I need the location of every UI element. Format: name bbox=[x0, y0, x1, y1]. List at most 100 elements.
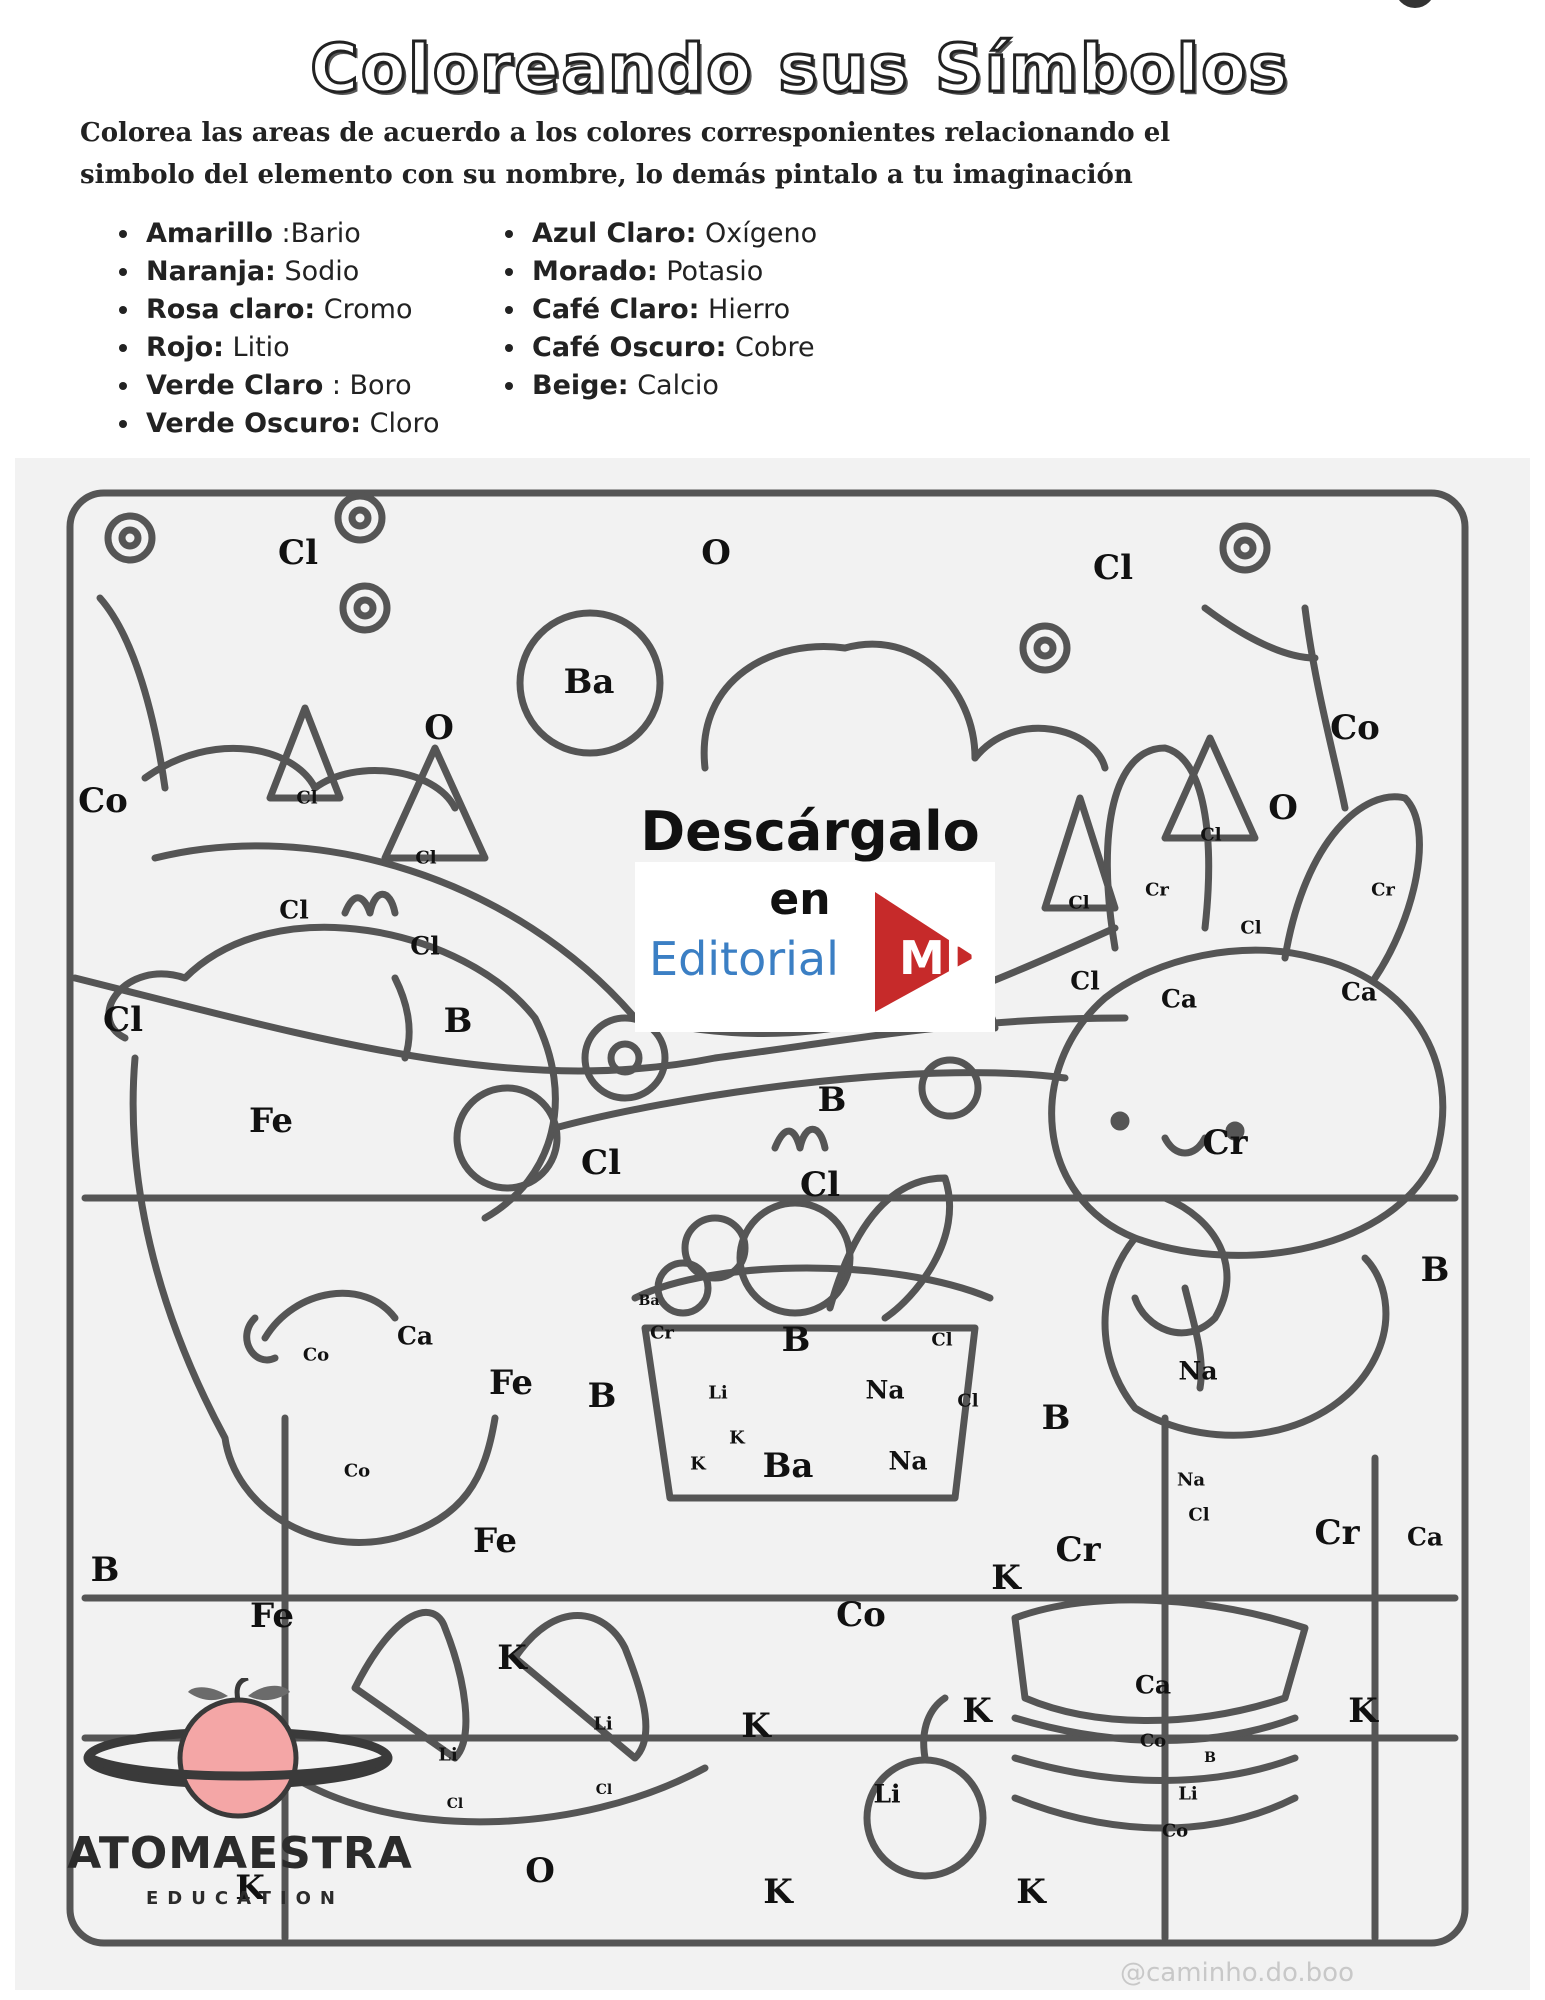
legend-item: Rojo: Litio bbox=[142, 329, 440, 367]
promo-headline: Descárgalo bbox=[640, 800, 980, 863]
legend-element: Sodio bbox=[284, 256, 360, 287]
symbol-label: Cr bbox=[1202, 1123, 1248, 1163]
legend-sep bbox=[699, 294, 708, 325]
symbol-label: O bbox=[424, 708, 454, 748]
legend-item: Verde Oscuro: Cloro bbox=[142, 405, 440, 443]
legend-color: Café Oscuro: bbox=[532, 332, 727, 363]
legend-sep bbox=[658, 256, 667, 287]
symbol-label: O bbox=[1268, 788, 1298, 828]
legend-color: Naranja: bbox=[146, 256, 276, 287]
logo-sub: EDUCATION bbox=[146, 1888, 344, 1909]
symbol-label: Cl bbox=[1070, 966, 1100, 996]
symbol-label: Cl bbox=[800, 1165, 840, 1205]
symbol-label: Li bbox=[873, 1779, 901, 1809]
legend-sep bbox=[361, 408, 370, 439]
corner-mark bbox=[1395, 0, 1435, 8]
symbol-label: Co bbox=[1139, 1730, 1167, 1752]
legend-color: Rosa claro: bbox=[146, 294, 316, 325]
legend-color: Verde Claro bbox=[146, 370, 324, 401]
symbol-label: Na bbox=[888, 1446, 928, 1476]
symbol-label: K bbox=[1016, 1872, 1046, 1912]
legend-color: Café Claro: bbox=[532, 294, 700, 325]
symbol-label: K bbox=[962, 1691, 992, 1731]
symbol-label: Fe bbox=[489, 1363, 533, 1403]
atomaestra-logo: ATOMAESTRA EDUCATION bbox=[60, 1675, 420, 1918]
legend-element: Calcio bbox=[637, 370, 719, 401]
legend-item: Azul Claro: Oxígeno bbox=[528, 215, 817, 253]
symbol-label: Fe bbox=[249, 1101, 293, 1141]
symbol-label: Cr bbox=[1145, 879, 1169, 901]
legend-sep bbox=[629, 370, 638, 401]
promo-brand-mark: MD bbox=[899, 931, 983, 985]
legend-element: Cromo bbox=[323, 294, 413, 325]
symbol-label: Cl bbox=[1200, 824, 1222, 846]
legend-element: Bario bbox=[290, 218, 361, 249]
symbol-label: Co bbox=[343, 1460, 371, 1482]
legend-color: Morado: bbox=[532, 256, 658, 287]
symbol-label: B bbox=[1041, 1398, 1071, 1438]
legend-sep bbox=[726, 332, 735, 363]
coloring-line-art bbox=[66, 489, 1469, 1947]
legend-color: Rojo: bbox=[146, 332, 224, 363]
symbol-label: B bbox=[817, 1080, 847, 1120]
legend-color: Beige: bbox=[532, 370, 629, 401]
symbol-label: Fe bbox=[473, 1521, 517, 1561]
apple-planet-logo-icon bbox=[83, 1675, 393, 1819]
legend-sep: : bbox=[272, 218, 291, 249]
promo-card[interactable]: en Editorial MD bbox=[635, 862, 995, 1032]
download-promo[interactable]: Descárgalo en Editorial MD bbox=[620, 800, 1000, 1032]
symbol-label: O bbox=[525, 1851, 555, 1891]
symbol-label: Cl bbox=[278, 533, 318, 573]
symbol-label: Li bbox=[438, 1744, 458, 1766]
symbol-label: Cl bbox=[1188, 1504, 1210, 1526]
promo-en: en bbox=[769, 874, 831, 925]
symbol-label: Co bbox=[1161, 1820, 1189, 1842]
legend-sep bbox=[315, 294, 324, 325]
symbol-label: Cr bbox=[1371, 879, 1395, 901]
legend-item: Rosa claro: Cromo bbox=[142, 291, 440, 329]
symbol-label: B bbox=[90, 1550, 120, 1590]
symbol-label: Na bbox=[865, 1375, 905, 1405]
instructions-text: Colorea las areas de acuerdo a los color… bbox=[80, 118, 1171, 190]
symbol-label: Ca bbox=[1134, 1670, 1172, 1700]
symbol-label: Cl bbox=[415, 847, 437, 869]
symbol-label: Cr bbox=[1314, 1513, 1360, 1553]
page-title: Coloreando sus Símbolos bbox=[309, 29, 1290, 109]
legend-item: Café Oscuro: Cobre bbox=[528, 329, 817, 367]
symbol-label: Na bbox=[1178, 1356, 1218, 1386]
symbol-label: K bbox=[991, 1558, 1021, 1598]
watermark: @caminho.do.boo bbox=[1120, 1958, 1354, 1988]
symbol-label: Co bbox=[78, 781, 128, 821]
symbol-label: K bbox=[235, 1868, 265, 1908]
logo-name: ATOMAESTRA bbox=[67, 1828, 413, 1879]
legend-color: Amarillo bbox=[146, 218, 273, 249]
legend-sep bbox=[696, 218, 705, 249]
symbol-label: K bbox=[741, 1706, 771, 1746]
legend-item: Verde Claro : Boro bbox=[142, 367, 440, 405]
symbol-label: Ba bbox=[563, 662, 615, 702]
symbol-label: Cr bbox=[1055, 1530, 1101, 1570]
symbol-label: Cl bbox=[931, 1329, 953, 1351]
legend-color: Azul Claro: bbox=[532, 218, 697, 249]
symbol-label: Cl bbox=[410, 931, 440, 961]
legend-sep bbox=[224, 332, 233, 363]
legend-item: Morado: Potasio bbox=[528, 253, 817, 291]
symbol-label: Ba bbox=[762, 1446, 814, 1486]
legend-element: Cloro bbox=[369, 408, 440, 439]
legend-item: Café Claro: Hierro bbox=[528, 291, 817, 329]
symbol-label: Li bbox=[1178, 1783, 1198, 1805]
editorial-md-logo-icon: MD bbox=[875, 892, 983, 1012]
symbol-label: Cr bbox=[650, 1322, 674, 1344]
legend-color: Verde Oscuro: bbox=[146, 408, 361, 439]
symbol-label: Cl bbox=[446, 1796, 464, 1812]
symbol-label: Ca bbox=[1160, 984, 1198, 1014]
symbol-label: Ca bbox=[396, 1321, 434, 1351]
legend-item: Naranja: Sodio bbox=[142, 253, 440, 291]
symbol-label: Cl bbox=[957, 1390, 979, 1412]
symbol-label: Co bbox=[1330, 708, 1380, 748]
symbol-label: Li bbox=[708, 1382, 728, 1404]
symbol-label: Cl bbox=[581, 1143, 621, 1183]
symbol-label: B bbox=[443, 1001, 473, 1041]
symbol-label: K bbox=[497, 1638, 527, 1678]
legend-sep: : bbox=[323, 370, 350, 401]
